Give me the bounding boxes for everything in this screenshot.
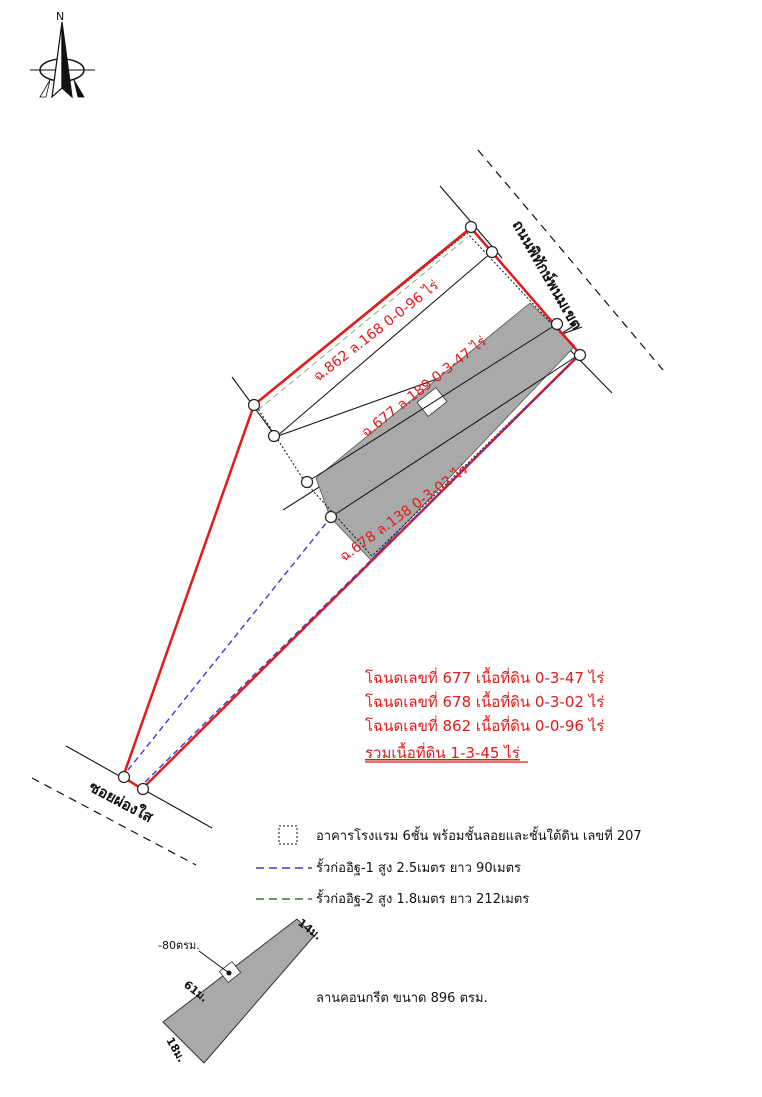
building-slab <box>315 302 576 561</box>
area-note-leader <box>198 950 230 974</box>
concrete-label: ลานคอนกรีต ขนาด 896 ตรม. <box>316 990 488 1006</box>
summary-line-677: โฉนดเลขที่ 677 เนื้อที่ดิน 0-3-47 ไร่ <box>365 667 604 687</box>
legend-wall2-text: รั้วก่ออิฐ-2 สูง 1.8เมตร ยาว 212เมตร <box>316 889 529 907</box>
property-boundary <box>121 226 582 791</box>
wall-2-line <box>257 236 469 411</box>
main-road-edge <box>477 149 664 371</box>
summary-line-862: โฉนดเลขที่ 862 เนื้อที่ดิน 0-0-96 ไร่ <box>365 715 604 735</box>
north-letter: N <box>56 10 64 23</box>
concrete-area-note: -80ตรม. <box>158 939 200 952</box>
legend-wall1-text: รั้วก่ออิฐ-1 สูง 2.5เมตร ยาว 90เมตร <box>316 858 521 876</box>
wall-1-line <box>127 516 332 771</box>
concrete-slab <box>162 918 315 1064</box>
parcel-division-2 <box>306 323 558 483</box>
parcel-division-3 <box>330 353 581 518</box>
parcel-label-862: ฉ.862 ล.168 0-0-96 ไร่ <box>310 277 442 386</box>
area-note-point <box>226 970 232 976</box>
legend-building-text: อาคารโรงแรม 6ชั้น พร้อมชั้นลอยและชั้นใต้… <box>316 826 642 844</box>
parcel-division-1 <box>275 251 493 438</box>
summary-line-678: โฉนดเลขที่ 678 เนื้อที่ดิน 0-3-02 ไร่ <box>365 691 604 711</box>
legend-building-symbol <box>278 825 298 845</box>
soi-road-edge <box>31 777 197 866</box>
north-arrow-icon: N <box>30 10 95 99</box>
summary-total: รวมเนื้อที่ดิน 1-3-45 ไร่ <box>365 742 520 762</box>
boundary-markers <box>117 220 587 796</box>
wall-1-line-east <box>144 357 578 783</box>
